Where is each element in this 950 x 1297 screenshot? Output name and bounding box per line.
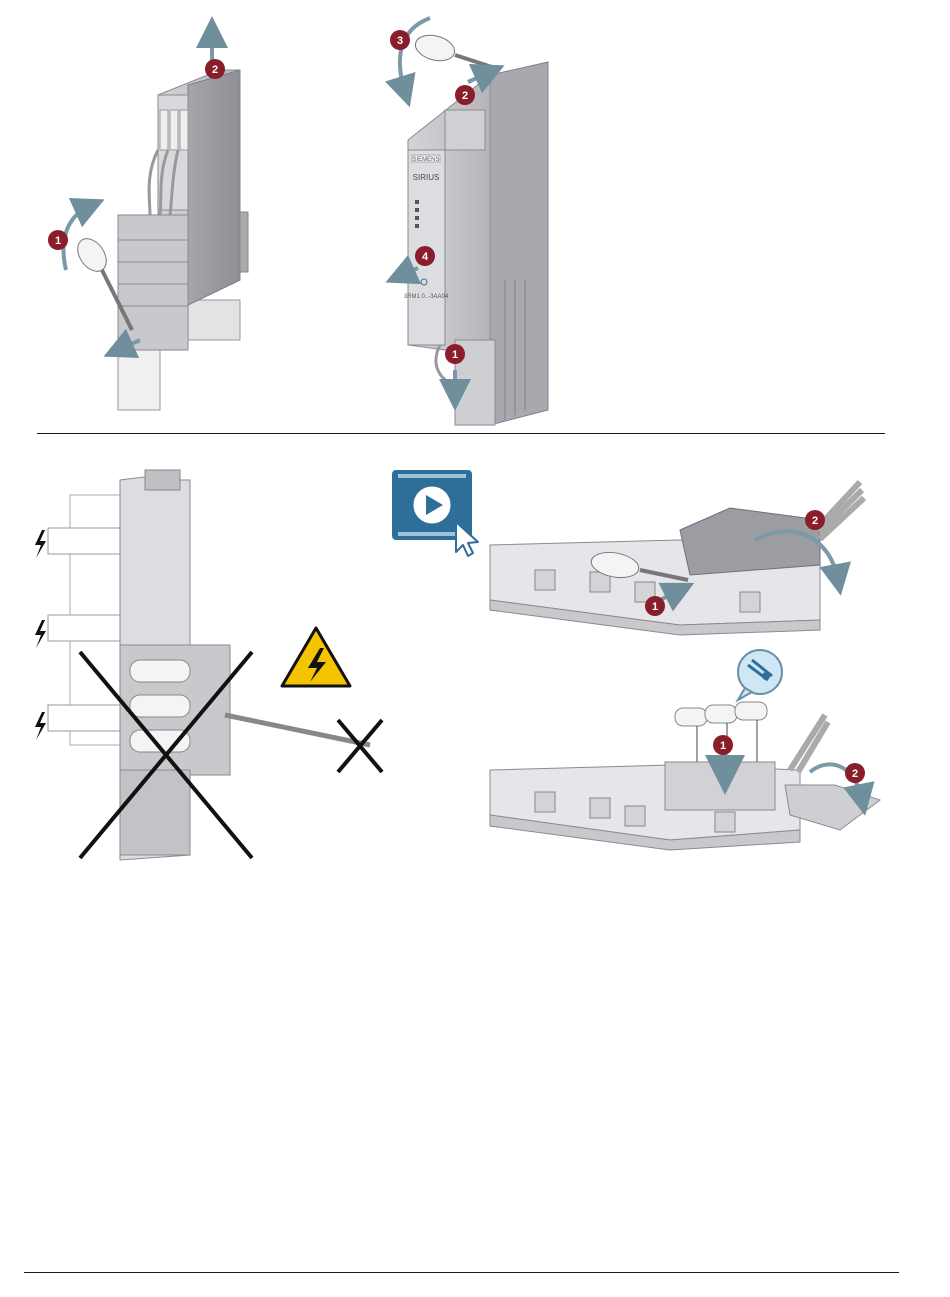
- svg-text:2: 2: [462, 90, 468, 102]
- section-divider: [37, 433, 885, 434]
- top-clip: [145, 470, 180, 490]
- fuse: [675, 708, 707, 726]
- screwdriver-icon: [413, 31, 495, 68]
- lightning-bolt-icon: [35, 712, 46, 740]
- fuse-compartment: [665, 762, 775, 810]
- wire: [149, 150, 158, 215]
- busbar: [48, 705, 128, 731]
- step-badge-3: 3: [390, 30, 410, 50]
- svg-text:4: 4: [422, 251, 429, 263]
- step-badge-2: 2: [845, 763, 865, 783]
- step-badge-1: 1: [445, 344, 465, 364]
- lightning-bolt-icon: [35, 620, 46, 648]
- fuse: [705, 705, 737, 723]
- step-badge-2: 2: [205, 59, 225, 79]
- panel-insert-fuses: 1 2: [490, 650, 880, 850]
- fuse: [130, 660, 190, 682]
- top-terminals: [445, 110, 485, 150]
- contact-slot: [180, 110, 188, 150]
- fuse: [130, 695, 190, 717]
- footer-rule: [24, 1272, 899, 1273]
- brand-label: SIEMENS: [412, 157, 439, 163]
- terminal-block: [118, 215, 188, 350]
- svg-text:1: 1: [452, 349, 458, 361]
- lower-block: [120, 770, 190, 855]
- panel-open-cover: 2 1: [392, 470, 864, 635]
- model-label: 3RM1 0..-3AA04: [404, 294, 449, 300]
- svg-text:2: 2: [852, 768, 858, 780]
- busbar: [48, 528, 128, 554]
- panel-remove-module: 1 2: [48, 32, 248, 410]
- high-voltage-warning-icon: [282, 628, 350, 686]
- step-badge-4: 4: [415, 246, 435, 266]
- step-badge-2: 2: [805, 510, 825, 530]
- lightning-bolt-icon: [35, 530, 46, 558]
- cover-lid: [680, 508, 820, 575]
- contact-slot: [160, 110, 168, 150]
- svg-text:2: 2: [212, 64, 218, 76]
- step-badge-1: 1: [48, 230, 68, 250]
- pliers-icon: [738, 650, 782, 700]
- step-badge-1: 1: [713, 735, 733, 755]
- device-side: [188, 70, 240, 305]
- fuse: [735, 702, 767, 720]
- svg-text:1: 1: [720, 740, 726, 752]
- svg-text:3: 3: [397, 35, 403, 47]
- panel-prohibited: [35, 470, 382, 860]
- step-badge-1: 1: [645, 596, 665, 616]
- rail-edge: [240, 212, 248, 272]
- svg-text:2: 2: [812, 515, 818, 527]
- device-rear: [490, 62, 548, 425]
- contact-slot: [170, 110, 178, 150]
- svg-text:1: 1: [652, 601, 658, 613]
- prohibited-cross-icon: [338, 720, 382, 772]
- product-label: SIRIUS: [413, 173, 440, 182]
- svg-text:1: 1: [55, 235, 61, 247]
- panel-sirius-device: SIEMENS SIRIUS 3RM1 0..-3AA04 3 2: [390, 18, 548, 425]
- busbar: [48, 615, 128, 641]
- step-badge-2: 2: [455, 85, 475, 105]
